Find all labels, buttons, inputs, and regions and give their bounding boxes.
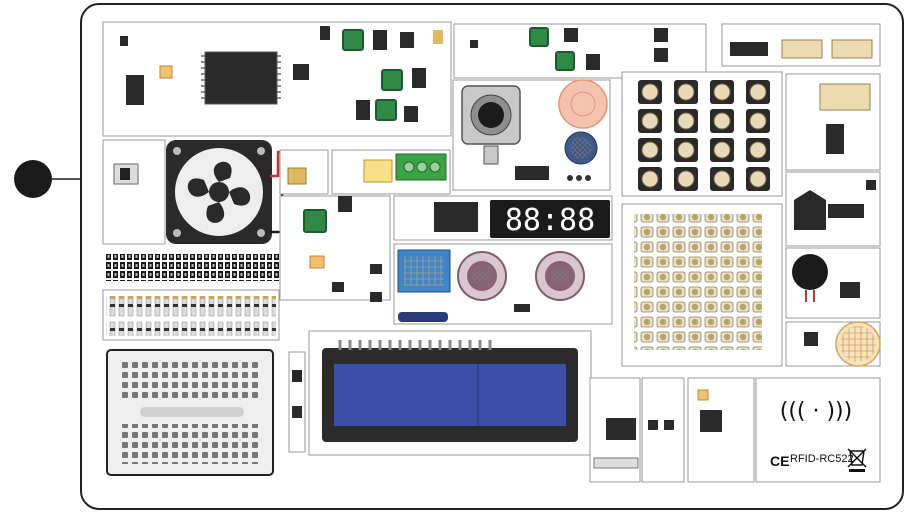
resistor-bank — [102, 289, 280, 341]
bottom-module-c — [687, 377, 755, 483]
vibration-motor-module — [785, 247, 881, 319]
rfid-label: RFID-RC522 — [790, 453, 854, 465]
tactile-button-cap — [677, 83, 695, 101]
microcontroller-module — [102, 21, 452, 137]
buzzer-icon — [794, 190, 826, 230]
ultrasonic-sensor-icon — [457, 251, 585, 301]
tactile-button-cap — [677, 170, 695, 188]
microphone-module — [785, 321, 881, 367]
connector-module — [721, 23, 881, 67]
tactile-button-cap — [749, 170, 767, 188]
tactile-button-cap — [677, 112, 695, 130]
rfid-module: ((( · ))) CE RFID-RC522 — [755, 377, 881, 483]
fan-module — [102, 139, 296, 245]
tactile-button-cap — [713, 141, 731, 159]
breadboard-icon — [106, 349, 274, 476]
tactile-button-cap — [749, 141, 767, 159]
tactile-button-cap — [713, 112, 731, 130]
weee-bin-icon — [847, 448, 867, 472]
lcd-display-icon — [288, 330, 592, 456]
potentiometer-module — [452, 79, 611, 191]
rfid-icon: ((( · ))) — [780, 399, 852, 424]
tactile-button-cap — [713, 170, 731, 188]
terminal-block-module — [279, 149, 451, 195]
tactile-button-cap — [641, 112, 659, 130]
seven-segment-module: 88:88 — [393, 195, 613, 241]
ce-mark: CE — [770, 453, 789, 469]
tactile-button-cap — [749, 112, 767, 130]
tactile-button-cap — [641, 170, 659, 188]
seven-segment-display: 88:88 — [505, 203, 595, 238]
tactile-button-cap — [713, 83, 731, 101]
tactile-button-cap — [641, 141, 659, 159]
buzzer-module — [785, 171, 881, 247]
pin-header — [104, 254, 279, 281]
tactile-button-cap — [641, 83, 659, 101]
sensor-module — [393, 243, 613, 325]
bottom-module-a — [589, 377, 641, 483]
bottom-module-b — [641, 377, 685, 483]
driver-module — [279, 195, 391, 302]
tactile-button-cap — [677, 141, 695, 159]
top-middle-module — [453, 23, 707, 79]
fan-icon — [166, 140, 272, 244]
led-matrix-module — [621, 203, 783, 367]
tactile-button-cap — [749, 83, 767, 101]
relay-header-module — [785, 73, 881, 171]
button-matrix-module — [621, 71, 783, 197]
